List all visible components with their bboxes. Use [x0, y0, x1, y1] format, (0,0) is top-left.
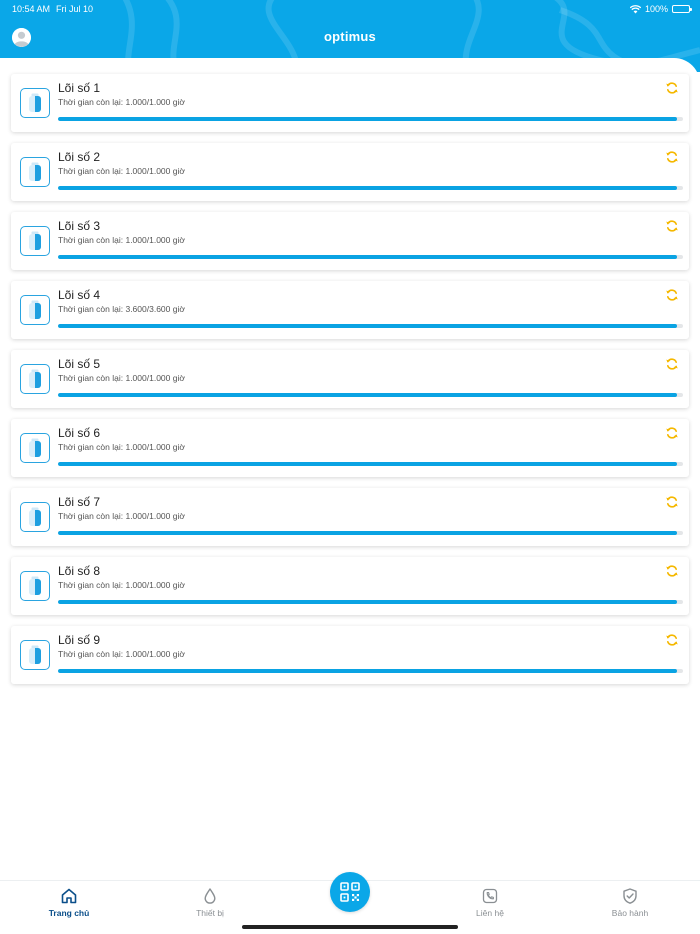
- cartridge-progress-fill: [58, 531, 677, 535]
- tab-devices[interactable]: Thiết bị: [160, 887, 260, 918]
- battery-percent: 100%: [644, 4, 668, 14]
- status-bar: 10:54 AM Fri Jul 10 100%: [0, 0, 700, 18]
- battery-icon: [672, 5, 692, 13]
- cartridge-name: Lõi số 2: [58, 150, 101, 164]
- cartridge-progress-fill: [58, 255, 677, 259]
- cartridge-name: Lõi số 9: [58, 633, 101, 647]
- cartridge-remaining-time: Thời gian còn lại: 3.600/3.600 giờ: [58, 304, 185, 314]
- cartridge-remaining-time: Thời gian còn lại: 1.000/1.000 giờ: [58, 511, 185, 521]
- refresh-icon[interactable]: [665, 564, 679, 578]
- cartridge-card[interactable]: Lõi số 1 Thời gian còn lại: 1.000/1.000 …: [11, 74, 689, 132]
- profile-avatar[interactable]: [12, 28, 31, 47]
- qr-code-icon: [340, 882, 360, 902]
- filter-cartridge-icon: [20, 226, 50, 256]
- cartridge-name: Lõi số 7: [58, 495, 101, 509]
- cartridge-remaining-time: Thời gian còn lại: 1.000/1.000 giờ: [58, 580, 185, 590]
- cartridge-card[interactable]: Lõi số 2 Thời gian còn lại: 1.000/1.000 …: [11, 143, 689, 201]
- tab-warranty[interactable]: Bảo hành: [580, 887, 680, 918]
- cartridge-progress-fill: [58, 117, 677, 121]
- home-icon: [61, 888, 77, 904]
- filter-cartridge-icon: [20, 364, 50, 394]
- status-indicators: 100%: [629, 0, 692, 18]
- page-title: optimus: [324, 29, 376, 44]
- cartridge-name: Lõi số 8: [58, 564, 101, 578]
- cartridge-remaining-time: Thời gian còn lại: 1.000/1.000 giờ: [58, 649, 185, 659]
- cartridge-remaining-time: Thời gian còn lại: 1.000/1.000 giờ: [58, 442, 185, 452]
- tab-home-label: Trang chủ: [48, 908, 90, 918]
- refresh-icon[interactable]: [665, 426, 679, 440]
- cartridge-card[interactable]: Lõi số 4 Thời gian còn lại: 3.600/3.600 …: [11, 281, 689, 339]
- refresh-icon[interactable]: [665, 150, 679, 164]
- refresh-icon[interactable]: [665, 357, 679, 371]
- water-drop-icon: [204, 888, 216, 904]
- status-time: 10:54 AM: [12, 4, 51, 14]
- cartridge-progress-bar: [58, 531, 683, 535]
- cartridge-card[interactable]: Lõi số 6 Thời gian còn lại: 1.000/1.000 …: [11, 419, 689, 477]
- filter-cartridge-icon: [20, 640, 50, 670]
- cartridge-remaining-time: Thời gian còn lại: 1.000/1.000 giờ: [58, 97, 185, 107]
- wifi-icon: [629, 4, 641, 13]
- cartridge-progress-fill: [58, 393, 677, 397]
- cartridge-progress-bar: [58, 393, 683, 397]
- filter-cartridge-icon: [20, 433, 50, 463]
- cartridge-remaining-time: Thời gian còn lại: 1.000/1.000 giờ: [58, 235, 185, 245]
- cartridge-progress-bar: [58, 186, 683, 190]
- cartridge-progress-bar: [58, 669, 683, 673]
- filter-cartridge-icon: [20, 295, 50, 325]
- filter-cartridge-icon: [20, 157, 50, 187]
- status-date: Fri Jul 10: [56, 4, 94, 14]
- cartridge-progress-fill: [58, 669, 677, 673]
- tab-contact-label: Liên hệ: [476, 908, 504, 918]
- cartridge-name: Lõi số 6: [58, 426, 101, 440]
- cartridge-card[interactable]: Lõi số 5 Thời gian còn lại: 1.000/1.000 …: [11, 350, 689, 408]
- phone-icon: [482, 888, 498, 904]
- refresh-icon[interactable]: [665, 288, 679, 302]
- filter-cartridge-icon: [20, 88, 50, 118]
- filter-cartridge-icon: [20, 502, 50, 532]
- refresh-icon[interactable]: [665, 81, 679, 95]
- shield-check-icon: [623, 888, 637, 904]
- cartridge-card[interactable]: Lõi số 3 Thời gian còn lại: 1.000/1.000 …: [11, 212, 689, 270]
- cartridge-progress-fill: [58, 324, 677, 328]
- cartridge-name: Lõi số 4: [58, 288, 101, 302]
- cartridge-card[interactable]: Lõi số 9 Thời gian còn lại: 1.000/1.000 …: [11, 626, 689, 684]
- cartridge-name: Lõi số 1: [58, 81, 101, 95]
- cartridge-name: Lõi số 5: [58, 357, 101, 371]
- cartridge-name: Lõi số 3: [58, 219, 101, 233]
- cartridge-remaining-time: Thời gian còn lại: 1.000/1.000 giờ: [58, 166, 185, 176]
- cartridge-progress-bar: [58, 324, 683, 328]
- cartridge-remaining-time: Thời gian còn lại: 1.000/1.000 giờ: [58, 373, 185, 383]
- cartridge-progress-fill: [58, 600, 677, 604]
- refresh-icon[interactable]: [665, 219, 679, 233]
- tab-home[interactable]: Trang chủ: [19, 887, 119, 918]
- user-icon: [12, 28, 31, 47]
- cartridge-progress-bar: [58, 255, 683, 259]
- tab-contact[interactable]: Liên hệ: [440, 887, 540, 918]
- cartridge-progress-bar: [58, 600, 683, 604]
- cartridge-list: Lõi số 1 Thời gian còn lại: 1.000/1.000 …: [11, 74, 689, 695]
- cartridge-card[interactable]: Lõi số 7 Thời gian còn lại: 1.000/1.000 …: [11, 488, 689, 546]
- home-indicator: [242, 925, 458, 929]
- refresh-icon[interactable]: [665, 633, 679, 647]
- tab-warranty-label: Bảo hành: [611, 908, 649, 918]
- cartridge-card[interactable]: Lõi số 8 Thời gian còn lại: 1.000/1.000 …: [11, 557, 689, 615]
- filter-cartridge-icon: [20, 571, 50, 601]
- refresh-icon[interactable]: [665, 495, 679, 509]
- cartridge-progress-fill: [58, 462, 677, 466]
- cartridge-progress-bar: [58, 117, 683, 121]
- cartridge-progress-fill: [58, 186, 677, 190]
- tab-devices-label: Thiết bị: [196, 908, 224, 918]
- qr-scan-button[interactable]: [330, 872, 370, 912]
- cartridge-progress-bar: [58, 462, 683, 466]
